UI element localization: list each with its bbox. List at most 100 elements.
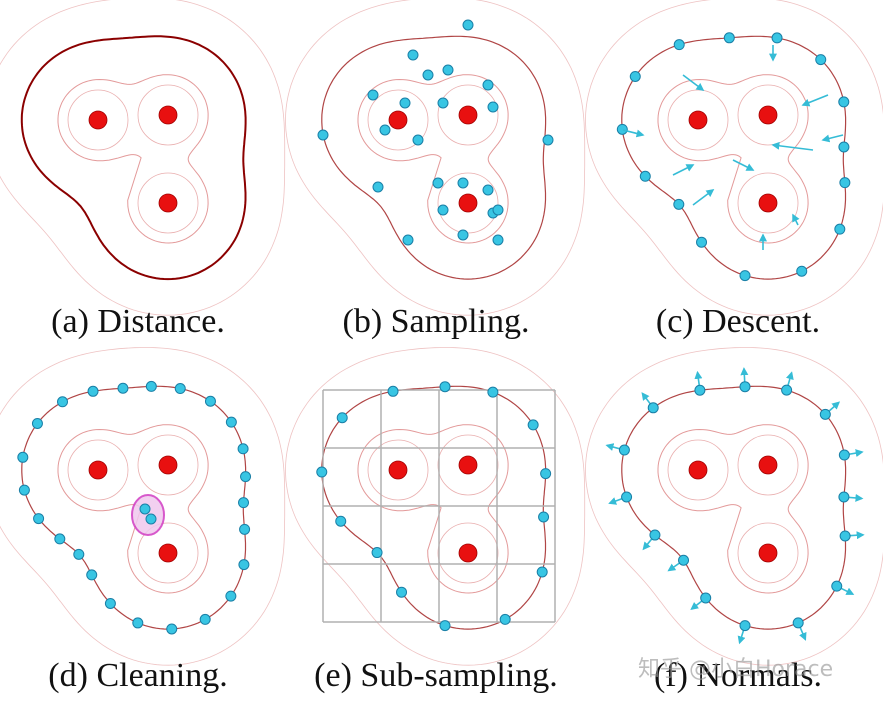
center-ring [137,522,199,584]
sample-point [336,412,348,424]
sample-point [139,503,151,515]
sample-point [482,79,494,91]
sample-point [237,443,249,455]
sample-point [104,597,116,609]
center-ring [367,89,429,151]
center-ring [137,172,199,234]
sample-point [166,623,178,635]
caption-e: (e) Sub-sampling. [314,657,558,694]
center-ring [67,439,129,501]
center-point [688,110,708,130]
center-point [458,455,478,475]
sample-point [57,396,69,408]
panel-sub-sampling [285,347,586,666]
sample-point [838,141,850,153]
sample-point [771,32,783,44]
gradient-arrow [682,74,705,91]
sample-point [838,491,850,503]
panel-descent [585,0,883,316]
center-ring [737,172,799,234]
sample-point [335,515,347,527]
sample-point [629,70,641,82]
sample-point [834,223,846,235]
inner-contour [57,74,209,244]
center-ring [137,84,199,146]
sample-point [73,548,85,560]
sample-point [238,559,250,571]
center-ring [367,439,429,501]
sample-point [819,408,831,420]
center-ring [737,84,799,146]
sample-point [407,49,419,61]
gradient-arrow [801,94,829,107]
center-point [158,543,178,563]
center-ring [437,84,499,146]
sample-point [739,270,751,282]
outer-contour [585,347,883,666]
center-point [758,105,778,125]
sample-point [781,384,793,396]
center-ring [737,522,799,584]
sample-point [87,385,99,397]
sample-point [723,32,735,44]
caption-b: (b) Sampling. [343,303,530,340]
center-point [158,455,178,475]
sample-point [527,419,539,431]
sample-point [54,533,66,545]
center-ring [67,89,129,151]
sample-point [132,617,144,629]
sample-point [33,513,45,525]
sample-point [831,580,843,592]
center-point [158,193,178,213]
center-ring [137,434,199,496]
sample-point [487,101,499,113]
inner-contour [657,74,809,244]
level-set-curve [21,385,247,630]
sample-point [372,181,384,193]
level-set-curve [20,35,247,281]
sample-point [540,468,552,480]
panel-cleaning [0,347,286,666]
sample-point [17,451,29,463]
sample-point [86,569,98,581]
outer-contour [285,347,586,666]
sample-point [432,177,444,189]
sample-point [694,384,706,396]
level-set-curve [321,385,547,630]
center-point [688,460,708,480]
sample-point [437,97,449,109]
sample-point [639,170,651,182]
outer-contour [0,0,286,316]
gradient-arrow [692,189,715,206]
sample-point [225,590,237,602]
gradient-arrow [821,134,844,143]
center-point [88,110,108,130]
panel-sampling [285,0,586,316]
sample-point [439,620,451,632]
center-point [458,193,478,213]
inner-contour [657,424,809,594]
outer-contour [285,0,586,316]
sample-point [402,234,414,246]
sample-point [482,184,494,196]
sample-point [499,613,511,625]
center-ring [667,439,729,501]
caption-d: (d) Cleaning. [48,657,227,694]
gradient-arrow [771,141,814,151]
sample-point [492,204,504,216]
sample-point [199,613,211,625]
sample-point [174,383,186,395]
sample-point [696,236,708,248]
sample-point [647,402,659,414]
center-ring [437,434,499,496]
sample-point [792,617,804,629]
caption-c: (c) Descent. [656,303,820,340]
outer-contour [585,0,883,316]
center-point [158,105,178,125]
sample-point [439,381,451,393]
level-set-curve [621,385,847,630]
sample-point [367,89,379,101]
sample-point [422,69,434,81]
sample-point [492,234,504,246]
